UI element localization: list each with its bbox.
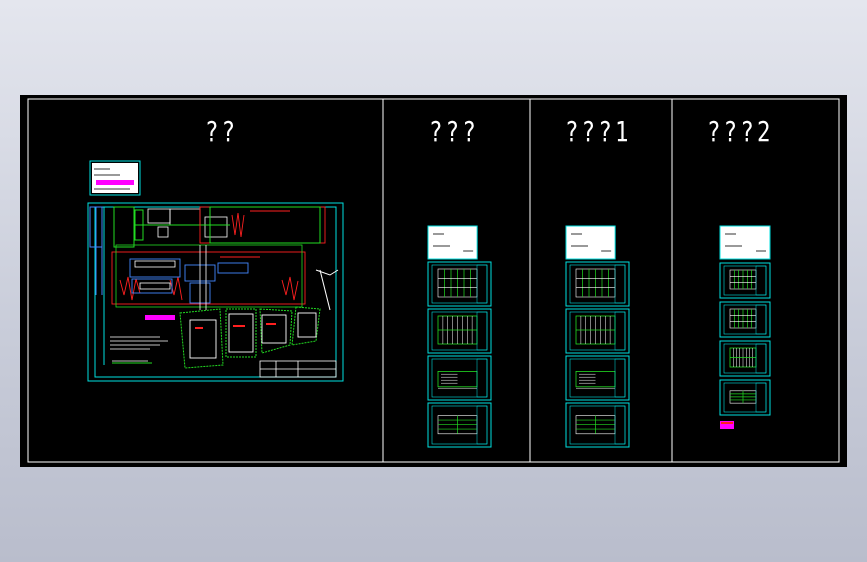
panel-title-set-2: ???2 (707, 115, 774, 148)
legend-box (92, 163, 138, 193)
magenta-label (145, 315, 175, 320)
panel-title-set-1: ???1 (565, 115, 632, 148)
site-plan-sheet (87, 160, 344, 382)
panel-title-set: ??? (429, 115, 480, 148)
title-block (259, 360, 337, 378)
site-sheet-border (87, 202, 344, 382)
magenta-tag (720, 421, 734, 429)
panel-title-site: ?? (205, 115, 239, 148)
cad-drawing-canvas[interactable]: ?? ??? ???1 ???2 (20, 95, 847, 467)
cad-drawing (27, 98, 840, 463)
drawing-frame (27, 98, 840, 463)
sheet-stack-set (427, 225, 492, 448)
sheet-stack-set-2 (719, 225, 771, 429)
sheet-stack-set-1 (565, 225, 630, 448)
